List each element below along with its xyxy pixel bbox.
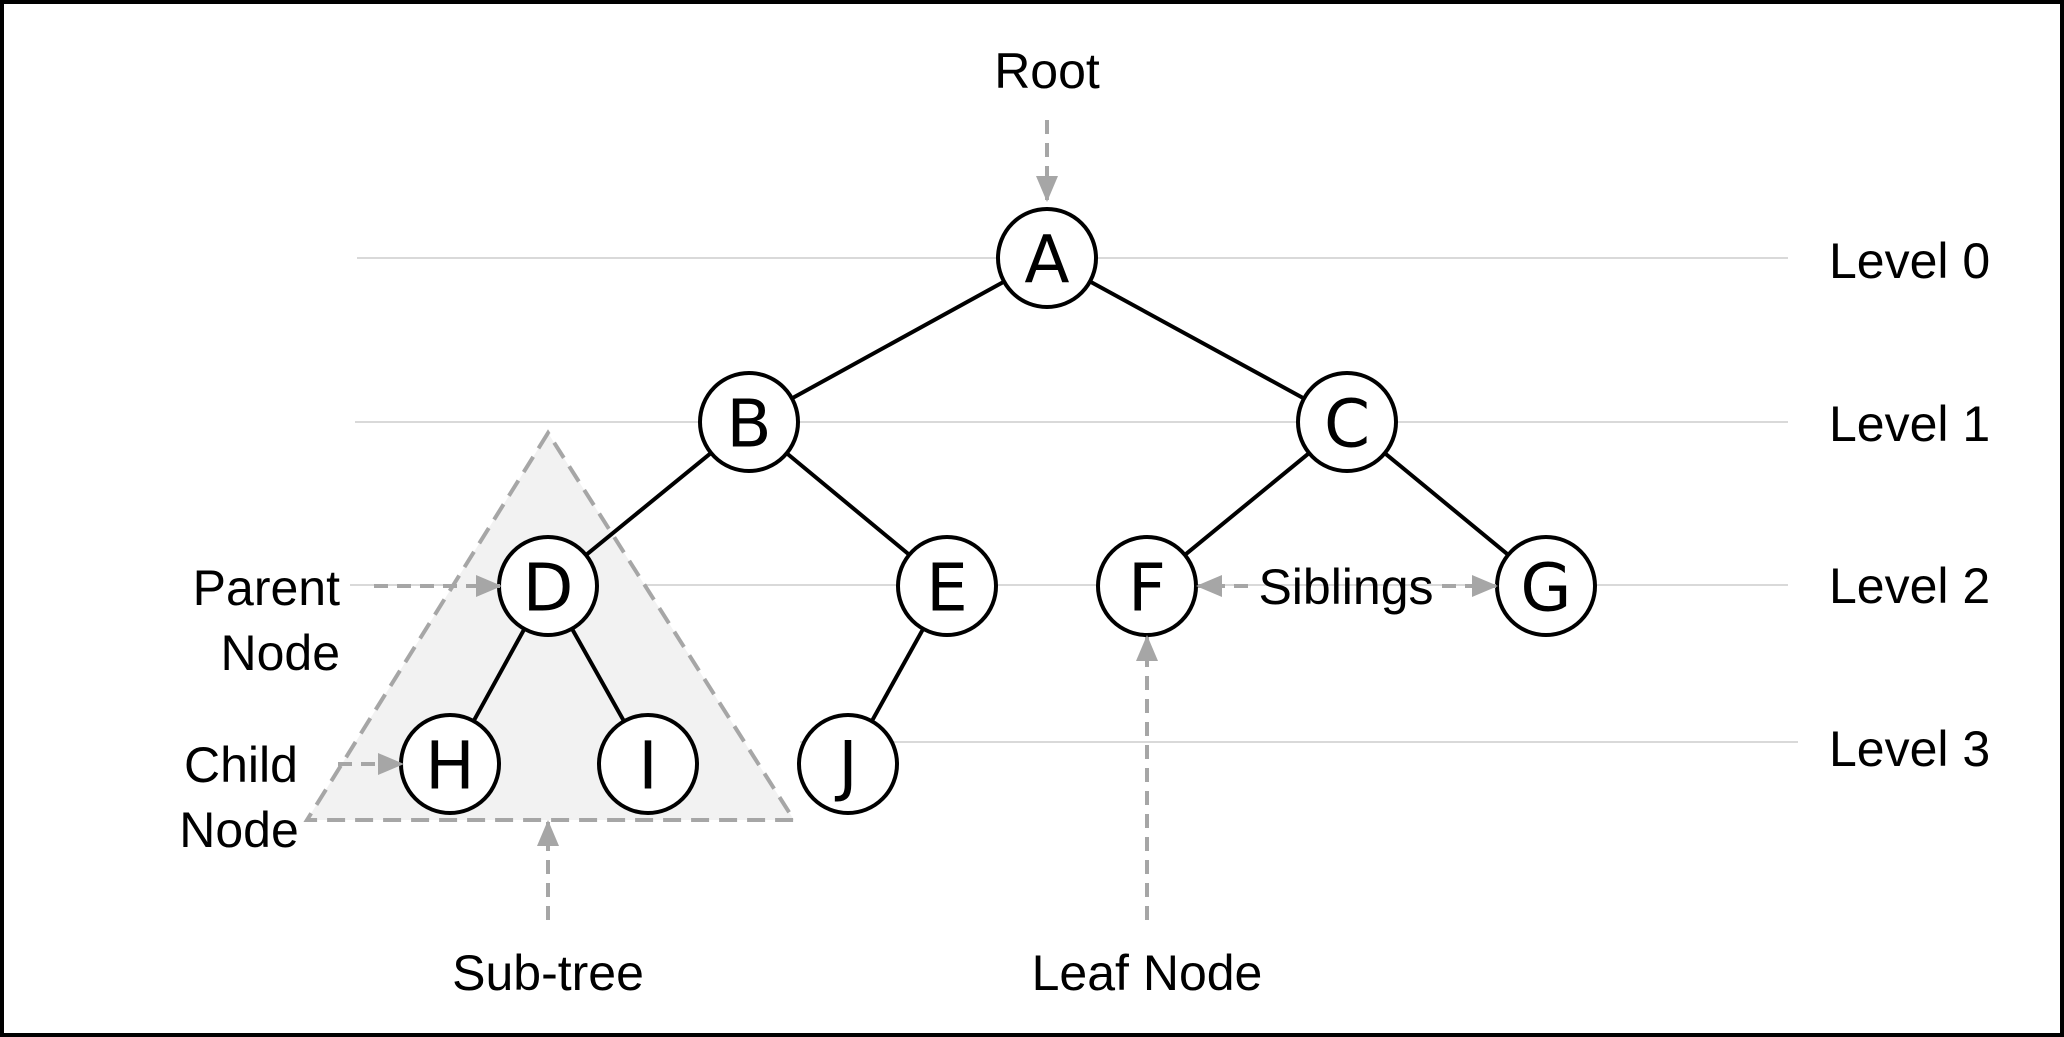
- tree-node-j: J: [797, 713, 899, 815]
- tree-node-e: E: [896, 535, 998, 637]
- node-circle: [896, 535, 998, 637]
- tree-node-d: D: [497, 535, 599, 637]
- tree-node-f: F: [1096, 535, 1198, 637]
- siblings-label: Siblings: [1258, 559, 1433, 615]
- node-label: F: [1128, 550, 1166, 627]
- edge-D-H: [471, 627, 527, 723]
- tree-node-b: B: [698, 371, 800, 473]
- node-label: J: [834, 728, 857, 805]
- level-label-0: Level 0: [1829, 233, 1990, 289]
- parent-label-line1: Parent: [193, 560, 340, 616]
- node-label: C: [1324, 386, 1370, 463]
- edge-D-I: [570, 627, 626, 723]
- node-circle: [996, 207, 1098, 309]
- node-circle: [797, 713, 899, 815]
- tree-nodes: A B C D E F G H I J: [399, 207, 1597, 815]
- edge-E-J: [870, 627, 925, 723]
- tree-node-c: C: [1296, 371, 1398, 473]
- edge-B-E: [785, 451, 911, 557]
- node-label: B: [726, 386, 771, 463]
- level-label-1: Level 1: [1829, 396, 1990, 452]
- node-label: G: [1520, 550, 1571, 627]
- edge-A-C: [1089, 279, 1305, 401]
- edge-C-F: [1183, 451, 1311, 557]
- node-circle: [1296, 371, 1398, 473]
- child-label-line1: Child: [184, 737, 298, 793]
- level-labels: Level 0 Level 1 Level 2 Level 3: [1829, 233, 1990, 777]
- node-label: D: [523, 550, 574, 627]
- tree-node-a: A: [996, 207, 1098, 309]
- node-label: A: [1024, 222, 1069, 299]
- tree-edges: [471, 279, 1510, 723]
- tree-node-h: H: [399, 713, 501, 815]
- node-circle: [597, 713, 699, 815]
- edge-C-G: [1383, 451, 1510, 557]
- leaf-node-label: Leaf Node: [1032, 945, 1263, 1001]
- node-label: I: [638, 728, 657, 805]
- edge-B-D: [584, 451, 713, 557]
- subtree-label: Sub-tree: [452, 945, 644, 1001]
- parent-label-line2: Node: [220, 625, 340, 681]
- edge-A-B: [790, 279, 1006, 401]
- node-label: H: [425, 728, 475, 805]
- child-label-line2: Node: [179, 802, 299, 858]
- root-label: Root: [994, 43, 1100, 99]
- level-label-3: Level 3: [1829, 721, 1990, 777]
- node-circle: [698, 371, 800, 473]
- node-label: E: [926, 550, 968, 627]
- level-label-2: Level 2: [1829, 558, 1990, 614]
- tree-node-i: I: [597, 713, 699, 815]
- tree-node-g: G: [1495, 535, 1597, 637]
